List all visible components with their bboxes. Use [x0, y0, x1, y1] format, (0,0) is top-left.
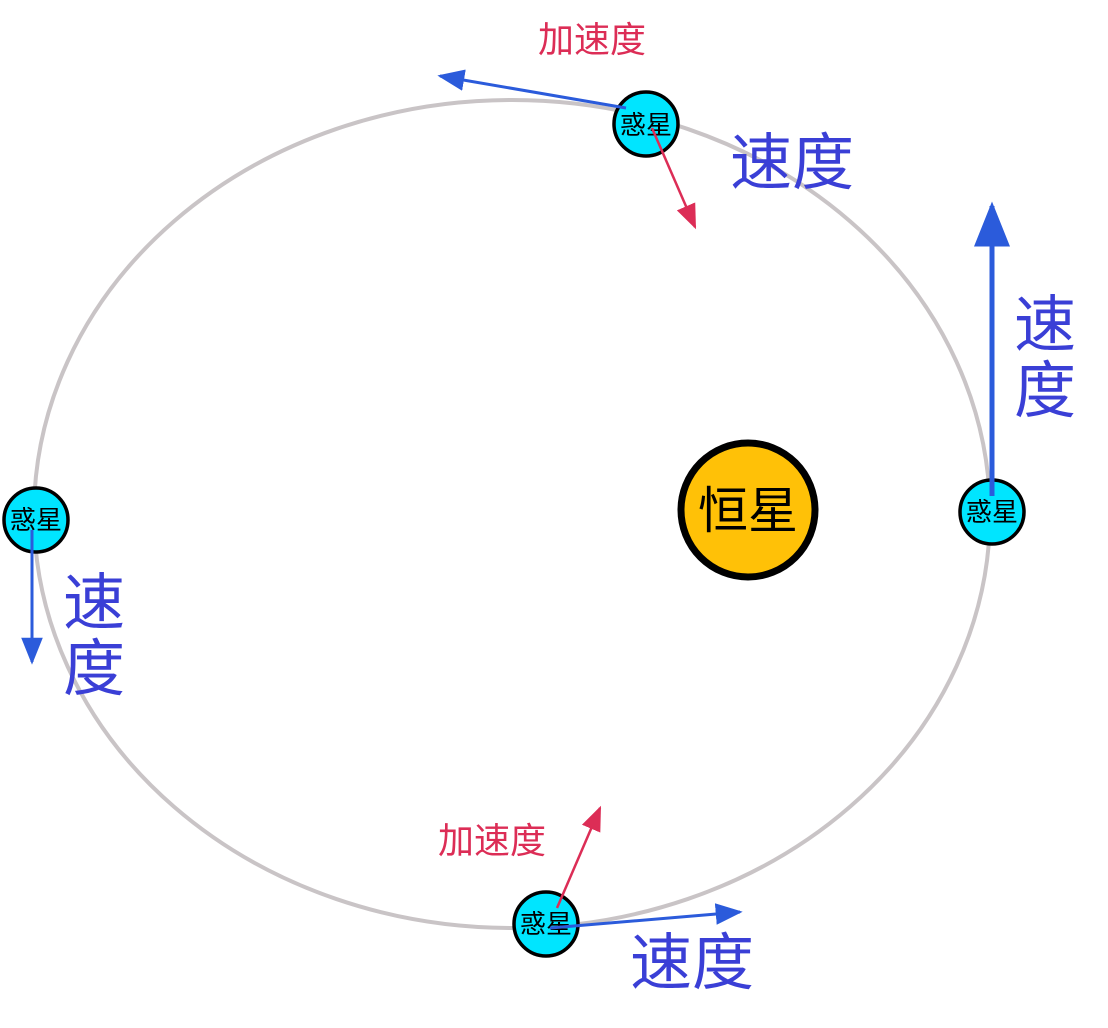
svg-text:度: 度	[1014, 354, 1076, 427]
planet-left: 惑星	[2, 486, 70, 554]
acceleration-label-bottom: 加速度	[438, 821, 546, 862]
planet-label: 惑星	[966, 498, 1018, 528]
planet-label: 惑星	[520, 910, 572, 940]
acceleration-label-top: 加速度	[538, 20, 646, 61]
velocity-label-left: 速 度	[63, 566, 125, 705]
acceleration-arrow-top	[650, 127, 697, 230]
star-circle	[677, 439, 819, 581]
planet-label: 惑星	[620, 111, 672, 141]
star-label: 恒星	[698, 482, 798, 540]
star: 恒星	[677, 439, 819, 581]
velocity-arrow-bottom	[549, 903, 743, 930]
svg-text:速: 速	[1014, 288, 1076, 361]
velocity-arrow-top	[437, 69, 627, 110]
velocity-label-top: 速度	[730, 126, 854, 199]
orbit-ellipse	[32, 98, 992, 930]
svg-text:速: 速	[63, 566, 125, 639]
planet-label: 惑星	[10, 506, 62, 536]
velocity-label-bottom: 速度	[630, 926, 754, 999]
planet-bottom: 惑星	[512, 890, 580, 958]
velocity-label-right: 速 度	[1014, 288, 1076, 427]
acceleration-arrow-bottom	[555, 805, 602, 909]
planet-top: 惑星	[612, 90, 680, 158]
svg-text:度: 度	[63, 632, 125, 705]
